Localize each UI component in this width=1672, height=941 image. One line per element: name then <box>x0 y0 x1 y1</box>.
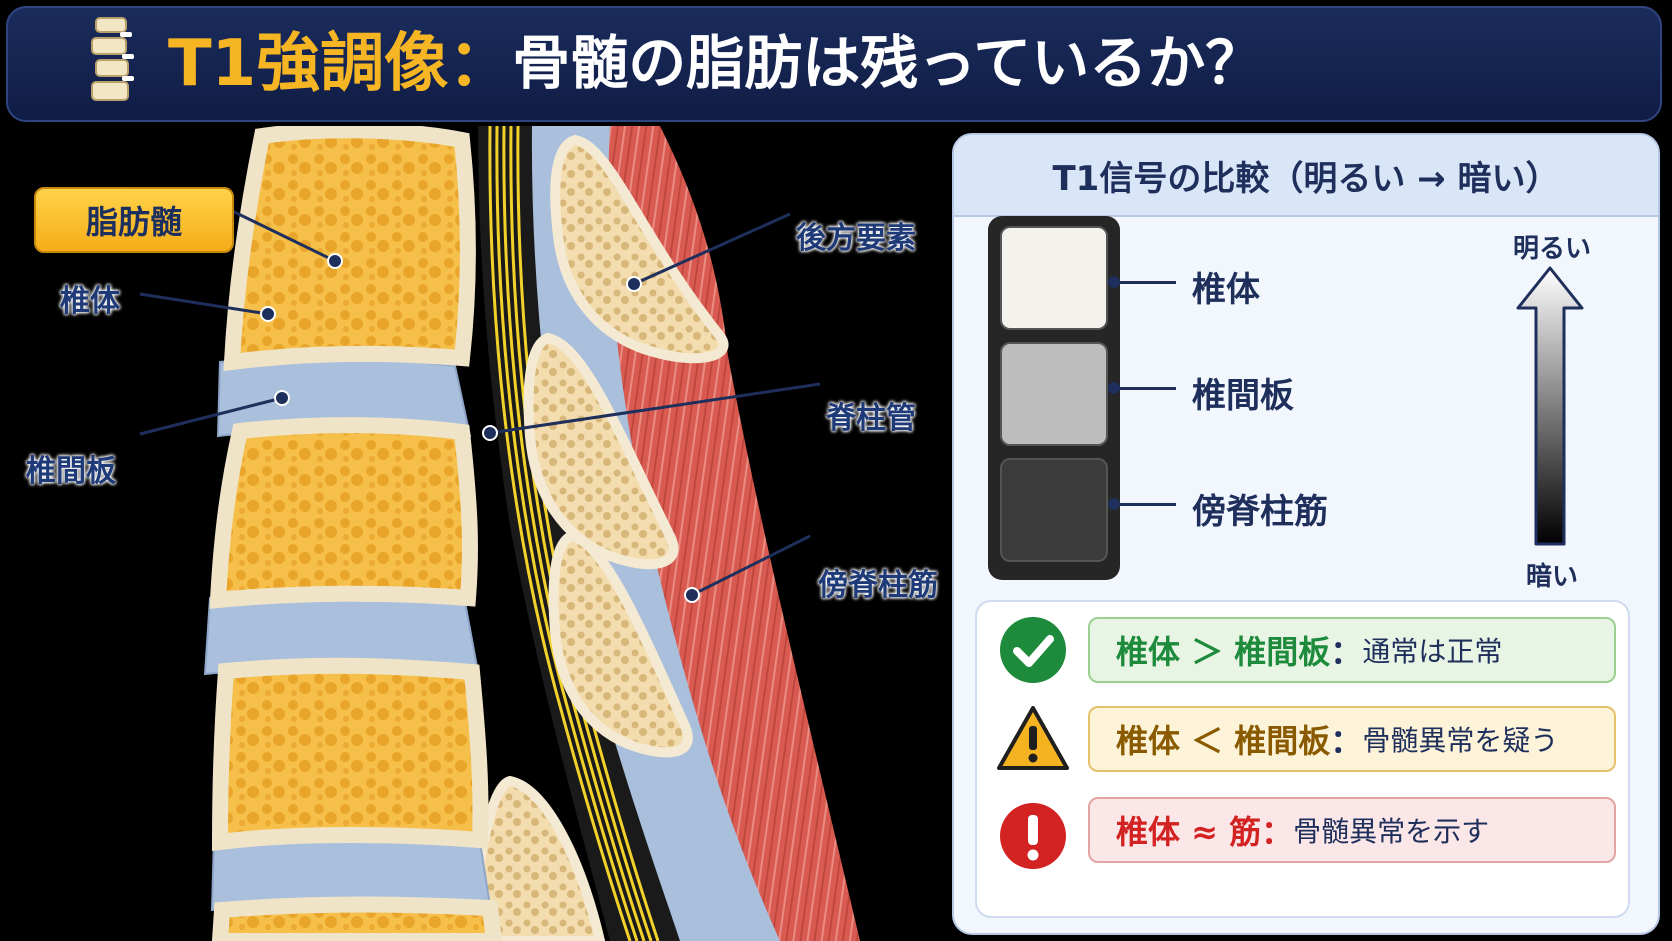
paraspinal-muscle-label: 傍脊柱筋 <box>818 568 938 603</box>
rule-abnormal: 椎体 ≈ 筋 ： 骨髄異常を示す <box>1088 797 1616 863</box>
leader-line <box>1114 281 1176 284</box>
swatch-vertebral-body <box>1000 226 1108 330</box>
swatch-muscle <box>1000 458 1108 562</box>
warning-icon <box>997 706 1069 770</box>
rule-suspect-comparison: 椎体 ＜ 椎間板 <box>1116 722 1331 760</box>
brightness-arrow-icon <box>1516 266 1584 546</box>
exclamation-icon <box>1000 803 1066 869</box>
rule-normal-comparison: 椎体 ＞ 椎間板 <box>1116 633 1331 671</box>
title-main: 骨髄の脂肪は残っているか？ <box>512 29 1264 97</box>
title-bar <box>6 6 1662 122</box>
rule-abnormal-result: 骨髄異常を示す <box>1293 815 1490 848</box>
panel-title: T1信号の比較（明るい → 暗い） <box>954 135 1658 217</box>
title-accent: T1強調像： <box>168 27 513 101</box>
rule-colon: ： <box>1330 722 1363 760</box>
rule-abnormal-comparison: 椎体 ≈ 筋 <box>1116 813 1262 851</box>
swatch-label-disc: 椎間板 <box>1192 376 1294 416</box>
leader-line <box>1114 503 1176 506</box>
rule-suspect: 椎体 ＜ 椎間板 ： 骨髄異常を疑う <box>1088 706 1616 772</box>
check-icon <box>1000 617 1066 683</box>
spinal-canal-shape <box>478 126 680 941</box>
rule-normal: 椎体 ＞ 椎間板 ： 通常は正常 <box>1088 617 1616 683</box>
spine-icon <box>91 17 134 101</box>
disc-label: 椎間板 <box>26 454 116 489</box>
posterior-elements-label: 後方要素 <box>796 221 916 256</box>
rule-suspect-result: 骨髄異常を疑う <box>1362 724 1559 757</box>
posterior-elements-shape <box>464 134 729 941</box>
rule-colon: ： <box>1261 813 1294 851</box>
rule-colon: ： <box>1330 633 1363 671</box>
fat-marrow-label: 脂肪髄 <box>34 187 234 253</box>
vertebral-bodies-shape <box>209 126 503 941</box>
leader-lines <box>139 204 821 597</box>
scale-dark-label: 暗い <box>1526 562 1579 592</box>
vertebral-body-label: 椎体 <box>60 284 120 319</box>
spine-illustration <box>139 126 860 941</box>
swatch-disc <box>1000 342 1108 446</box>
page-title: T1強調像： 骨髄の脂肪は残っているか？ <box>168 12 1263 104</box>
spinal-canal-label: 脊柱管 <box>826 401 916 436</box>
swatch-label-muscle: 傍脊柱筋 <box>1192 492 1328 532</box>
rule-normal-result: 通常は正常 <box>1362 635 1503 668</box>
scale-bright-label: 明るい <box>1513 234 1592 264</box>
leader-dots <box>260 253 700 603</box>
swatch-label-vertebral-body: 椎体 <box>1192 270 1260 310</box>
leader-line <box>1114 387 1176 390</box>
